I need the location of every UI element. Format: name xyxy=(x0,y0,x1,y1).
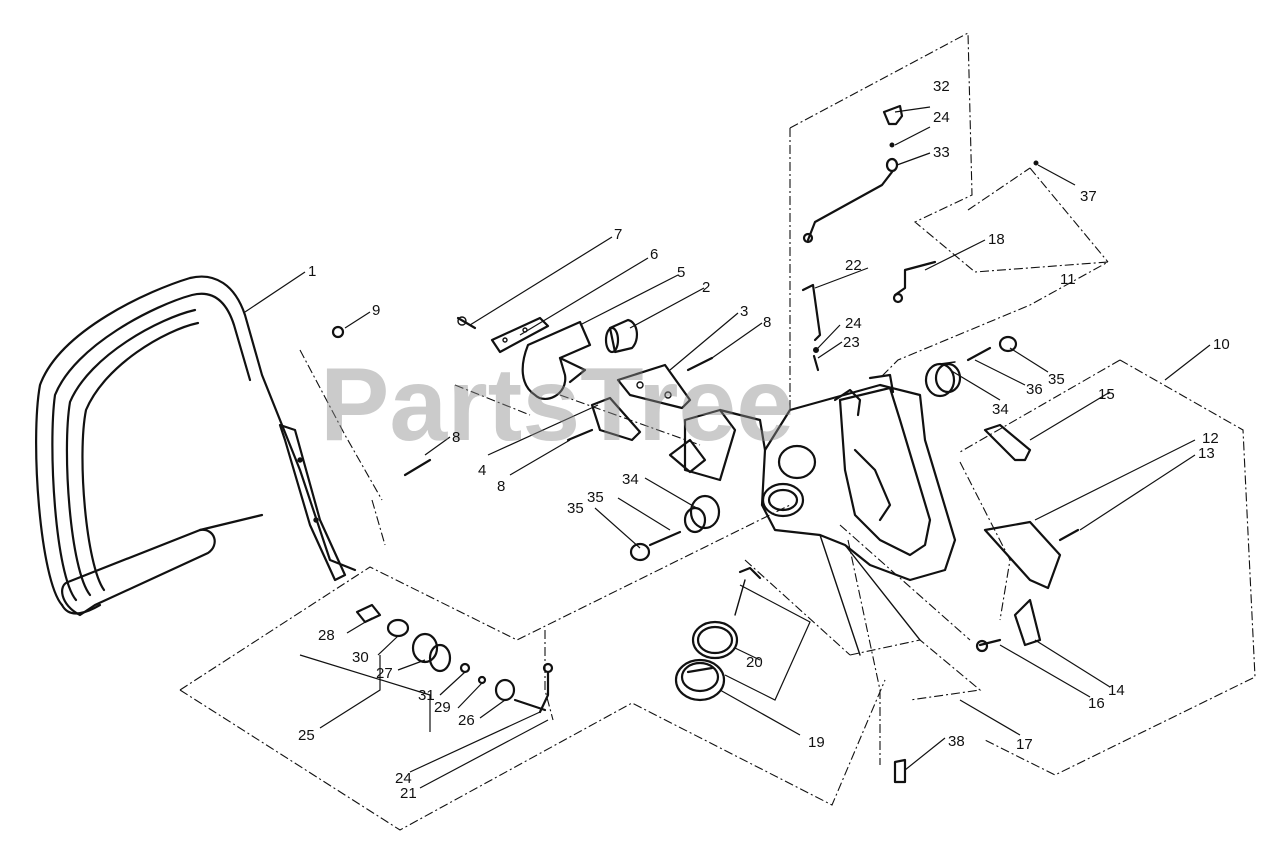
callout-label: 4 xyxy=(478,462,486,479)
callout-label: 18 xyxy=(988,231,1005,248)
callout-label: 16 xyxy=(1088,695,1105,712)
main-housing xyxy=(668,373,957,656)
callout-label: 9 xyxy=(372,302,380,319)
callout-label: 8 xyxy=(497,478,505,495)
callout-label: 36 xyxy=(1026,381,1043,398)
linkage-parts xyxy=(801,104,1080,784)
callout-label: 24 xyxy=(395,770,412,787)
callout-label: 12 xyxy=(1202,430,1219,447)
carb-linkage-parts xyxy=(355,603,554,714)
callout-label: 25 xyxy=(298,727,315,744)
callout-label: 1 xyxy=(308,263,316,280)
callout-label: 35 xyxy=(587,489,604,506)
callout-label: 28 xyxy=(318,627,335,644)
bracket-parts xyxy=(331,316,714,477)
callout-label: 31 xyxy=(418,687,435,704)
callout-numbers: 1 2 3 4 5 6 7 8 9 10 11 12 13 14 15 16 1… xyxy=(298,78,1230,802)
front-handle-bar xyxy=(35,275,357,617)
callout-label: 13 xyxy=(1198,445,1215,462)
callout-leaders xyxy=(244,106,1211,789)
callout-label: 29 xyxy=(434,699,451,716)
callout-label: 11 xyxy=(1060,271,1076,288)
callout-label: 6 xyxy=(650,246,658,263)
callout-label: 8 xyxy=(452,429,460,446)
callout-label: 37 xyxy=(1080,188,1097,205)
callout-label: 32 xyxy=(933,78,950,95)
callout-label: 19 xyxy=(808,734,825,751)
callout-label: 17 xyxy=(1016,736,1033,753)
callout-label: 7 xyxy=(614,226,622,243)
caps xyxy=(674,566,762,702)
isolator-mounts xyxy=(629,335,1018,562)
callout-label: 27 xyxy=(376,665,393,682)
callout-label: 30 xyxy=(352,649,369,666)
callout-label: 35 xyxy=(1048,371,1065,388)
callout-label: 34 xyxy=(622,471,639,488)
callout-label: 23 xyxy=(843,334,860,351)
callout-label: 24 xyxy=(845,315,862,332)
callout-label: 34 xyxy=(992,401,1009,418)
callout-label: 22 xyxy=(845,257,862,274)
callout-label: 26 xyxy=(458,712,475,729)
callout-label: 10 xyxy=(1213,336,1230,353)
callout-label: 33 xyxy=(933,144,950,161)
callout-label: 35 xyxy=(567,500,584,517)
callout-label: 24 xyxy=(933,109,950,126)
watermark-logo: PartsTree xyxy=(320,347,794,463)
callout-label: 21 xyxy=(400,785,417,802)
callout-label: 8 xyxy=(763,314,771,331)
callout-label: 15 xyxy=(1098,386,1115,403)
callout-label: 3 xyxy=(740,303,748,320)
callout-label: 2 xyxy=(702,279,710,296)
callout-label: 14 xyxy=(1108,682,1125,699)
callout-label: 5 xyxy=(677,264,685,281)
callout-label: 38 xyxy=(948,733,965,750)
callout-label: 20 xyxy=(746,654,763,671)
